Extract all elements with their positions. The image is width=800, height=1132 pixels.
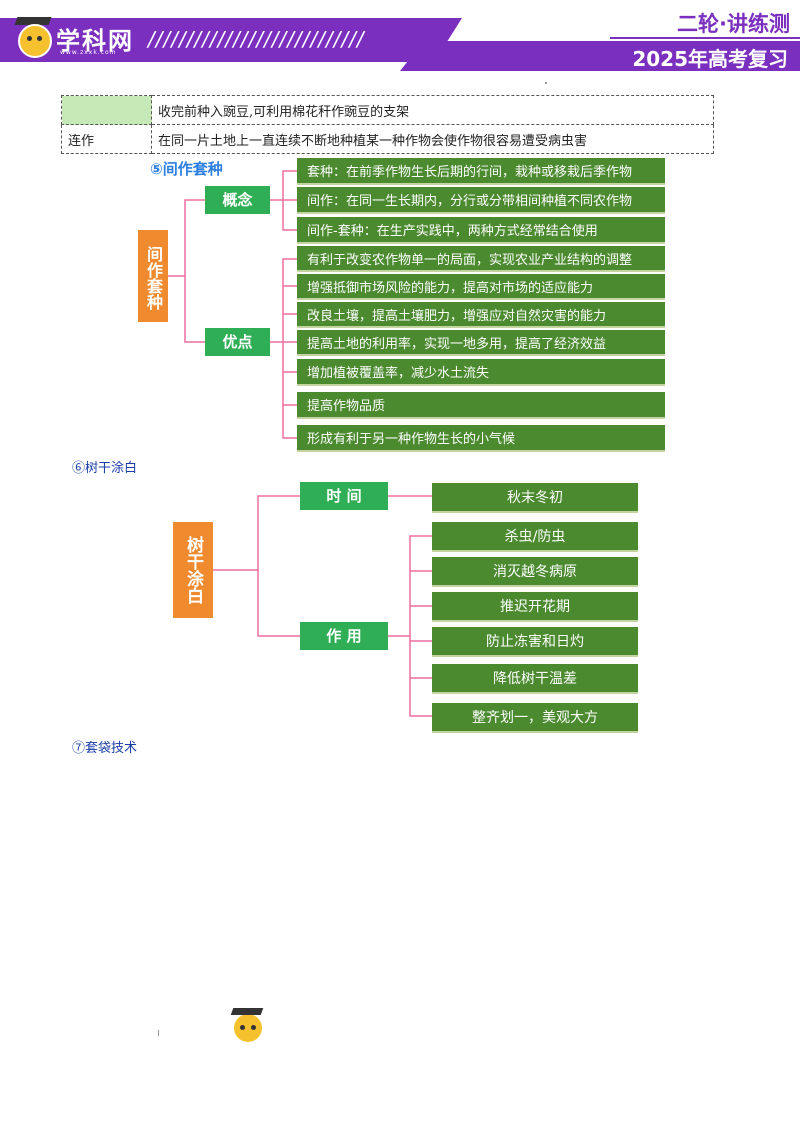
advantage-item: 提高作物品质: [297, 392, 665, 419]
effect-item: 杀虫/防虫: [432, 522, 638, 552]
brand-url: www.zxxk.com: [60, 49, 117, 56]
header-divider: [610, 37, 800, 39]
advantage-node: 优点: [205, 328, 270, 356]
header-decoration: ////////////////////////////: [148, 27, 365, 51]
subtitle: 2025年高考复习: [632, 47, 788, 71]
mascot-cap-icon: [230, 1008, 264, 1015]
advantage-item: 改良土壤，提高土壤肥力，增强应对自然灾害的能力: [297, 302, 665, 328]
concept-item: 间作：在同一生长期内，分行或分带相间种植不同农作物: [297, 187, 665, 214]
diagram-connectors: [168, 170, 432, 717]
speck: [545, 82, 547, 84]
section-7-heading: ⑦套袋技术: [72, 741, 138, 756]
concept-node: 概念: [205, 186, 270, 214]
table-desc: 收完前种入豌豆,可利用棉花秆作豌豆的支架: [151, 95, 714, 125]
whitewash-root-node: 树干涂白: [173, 522, 213, 618]
intercrop-root-node: 间作套种: [138, 230, 168, 322]
concept-item: 套种：在前季作物生长后期的行间，栽种或移栽后季作物: [297, 158, 665, 185]
effect-item: 整齐划一，美观大方: [432, 703, 638, 733]
concept-item: 间作-套种：在生产实践中，两种方式经常结合使用: [297, 217, 665, 244]
table-row: 连作 在同一片土地上一直连续不断地种植某一种作物会使作物很容易遭受病虫害: [61, 124, 714, 154]
time-node: 时 间: [300, 482, 388, 510]
section-5-heading: ⑤间作套种: [150, 160, 223, 178]
table-term: [61, 95, 152, 125]
advantage-item: 形成有利于另一种作物生长的小气候: [297, 425, 665, 452]
header-banner: [0, 18, 462, 62]
advantage-item: 有利于改变农作物单一的局面，实现农业产业结构的调整: [297, 246, 665, 272]
effect-item: 防止冻害和日灼: [432, 627, 638, 657]
effect-node: 作 用: [300, 622, 388, 650]
effect-item: 降低树干温差: [432, 664, 638, 694]
effect-item: 消灭越冬病原: [432, 557, 638, 587]
series-title: 二轮·讲练测: [677, 12, 790, 36]
table-desc: 在同一片土地上一直连续不断地种植某一种作物会使作物很容易遭受病虫害: [151, 124, 714, 154]
table-row: 收完前种入豌豆,可利用棉花秆作豌豆的支架: [61, 95, 714, 125]
table-term: 连作: [61, 124, 152, 154]
mascot-footer-icon: [234, 1014, 262, 1042]
section-6-heading: ⑥树干涂白: [72, 461, 138, 476]
speck: [158, 1030, 159, 1036]
time-item: 秋末冬初: [432, 483, 638, 513]
advantage-item: 增强抵御市场风险的能力，提高对市场的适应能力: [297, 274, 665, 300]
mascot-logo-icon: [18, 24, 52, 58]
advantage-item: 增加植被覆盖率，减少水土流失: [297, 359, 665, 386]
advantage-item: 提高土地的利用率，实现一地多用，提高了经济效益: [297, 330, 665, 356]
farming-table: 收完前种入豌豆,可利用棉花秆作豌豆的支架 连作 在同一片土地上一直连续不断地种植…: [61, 95, 714, 154]
brand-name: 学科网: [56, 27, 134, 55]
subtitle-banner: [400, 41, 800, 71]
effect-item: 推迟开花期: [432, 592, 638, 622]
